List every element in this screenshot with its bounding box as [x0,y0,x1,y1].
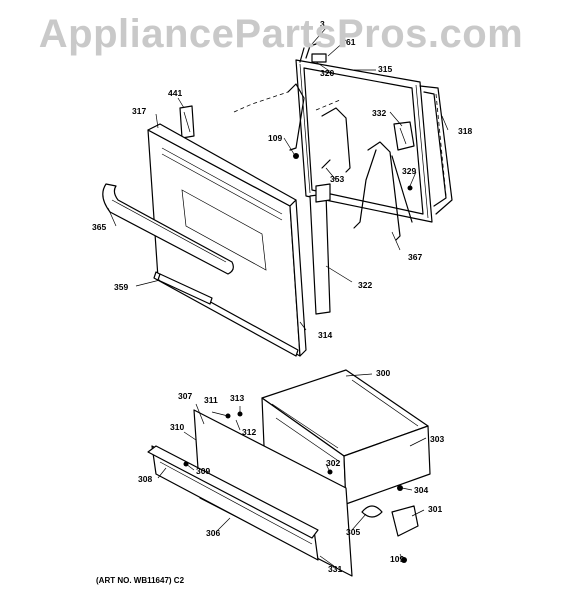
label-318: 318 [458,126,472,136]
label-109-lower: 109 [390,554,404,564]
label-301: 301 [428,504,442,514]
leader-dashed-upper-2 [315,99,341,111]
small-screws [293,153,413,191]
label-353: 353 [330,174,344,184]
label-367: 367 [408,252,422,262]
inner-door-frame [295,59,433,223]
label-331: 331 [328,564,342,574]
label-303: 303 [430,434,444,444]
label-313: 313 [230,393,244,403]
leader-dashed-upper [233,91,289,113]
door-handle [102,183,234,275]
side-trim-322 [309,183,331,315]
label-315: 315 [378,64,392,74]
label-322: 322 [358,280,372,290]
drawer-front [147,409,353,577]
label-332: 332 [372,108,386,118]
label-308: 308 [138,474,152,484]
label-3: 3 [320,19,325,29]
art-number: (ART NO. WB11647) C2 [96,576,185,585]
label-109-upper: 109 [268,133,282,143]
label-307: 307 [178,391,192,401]
label-441: 441 [168,88,182,98]
label-314: 314 [318,330,332,340]
label-311: 311 [204,395,218,405]
label-61: 61 [346,37,356,47]
leader-lines [107,27,449,567]
label-365: 365 [92,222,106,232]
trim-strip [157,273,213,305]
label-329: 329 [402,166,416,176]
label-306: 306 [206,528,220,538]
latch-bracket [393,121,415,151]
label-300: 300 [376,368,390,378]
bracket-441 [179,105,195,139]
part-labels: 3 61 315 320 318 332 329 441 317 109 353… [92,19,472,574]
label-359: 359 [114,282,128,292]
label-312: 312 [242,427,256,437]
door-hinge-wires [287,43,413,241]
label-309: 309 [196,466,210,476]
label-305: 305 [346,527,360,537]
label-302: 302 [326,458,340,468]
door-gasket [419,85,453,215]
label-304: 304 [414,485,428,495]
label-317: 317 [132,106,146,116]
label-320: 320 [320,68,334,78]
label-310: 310 [170,422,184,432]
